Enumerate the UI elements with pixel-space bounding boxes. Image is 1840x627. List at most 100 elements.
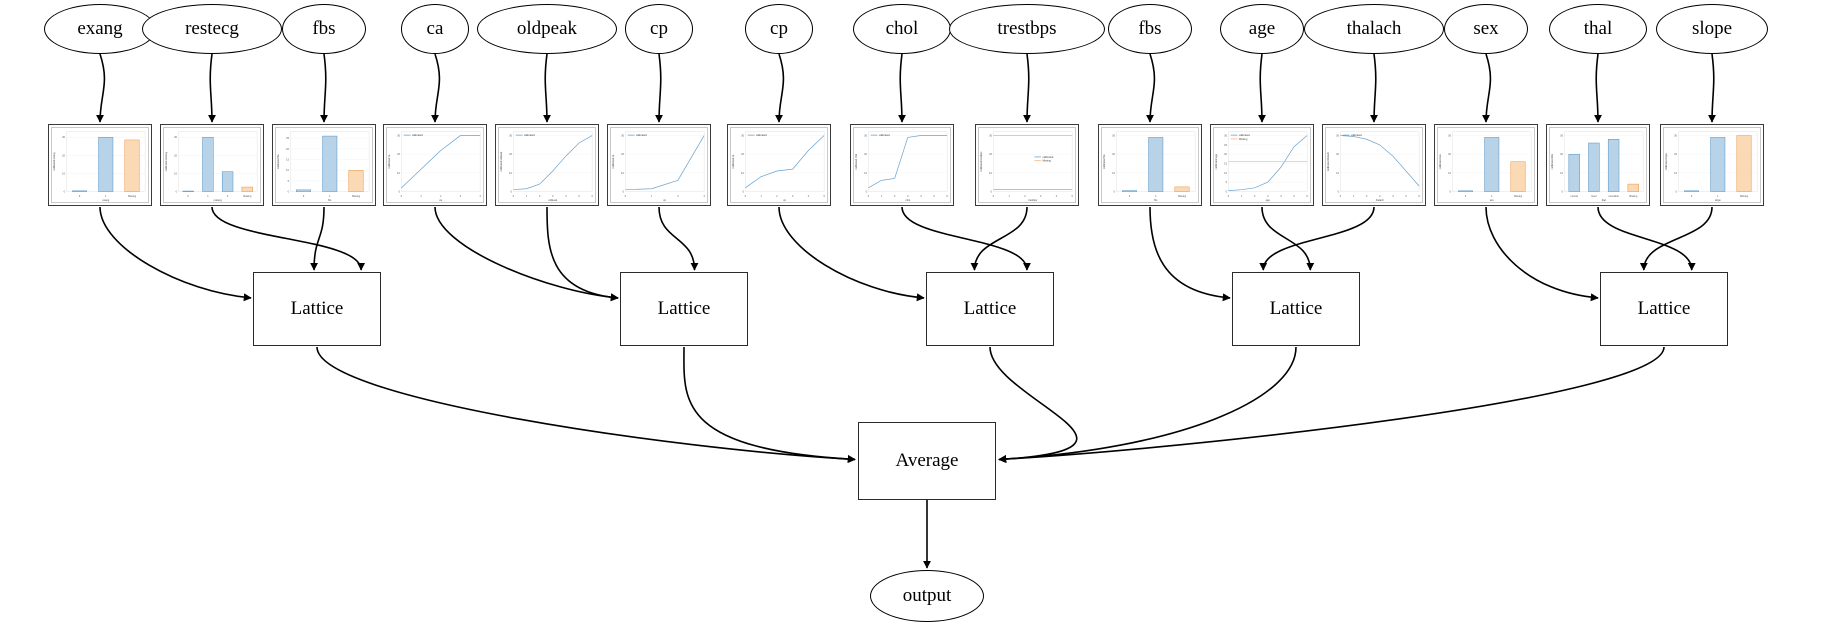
feature-node-exang[interactable]: exang [44, 4, 156, 54]
feature-node-thal[interactable]: thal [1549, 4, 1647, 54]
svg-text:calibrated fbs: calibrated fbs [1103, 154, 1106, 169]
feature-node-age[interactable]: age [1220, 4, 1304, 54]
svg-text:1: 1 [526, 195, 528, 198]
edge [542, 53, 551, 123]
edge [989, 346, 1078, 464]
lattice-node[interactable]: Lattice [926, 272, 1054, 346]
feature-node-slope[interactable]: slope [1656, 4, 1768, 54]
svg-text:1: 1 [420, 195, 422, 198]
feature-node-cp[interactable]: cp [624, 4, 694, 54]
lattice-node[interactable]: Lattice [1232, 272, 1360, 346]
edge [431, 53, 441, 123]
lattice-node[interactable]: Lattice [253, 272, 381, 346]
svg-text:20: 20 [1336, 153, 1339, 156]
lattice-node[interactable]: Lattice [1600, 272, 1728, 346]
svg-text:30: 30 [989, 134, 992, 137]
svg-text:calibrated: calibrated [756, 134, 767, 137]
feature-node-label: age [1248, 18, 1276, 39]
feature-node-oldpeak[interactable]: oldpeak [476, 4, 618, 54]
feature-node-fbs[interactable]: fbs [1108, 4, 1192, 54]
svg-text:20: 20 [1674, 153, 1677, 156]
svg-text:25: 25 [1224, 144, 1227, 147]
svg-text:0: 0 [1340, 195, 1342, 198]
feature-node-label: cp [650, 18, 668, 39]
svg-text:calibrated trestbps: calibrated trestbps [980, 151, 983, 172]
feature-node-fbs[interactable]: fbs [282, 4, 366, 54]
svg-text:5: 5 [933, 195, 935, 198]
svg-text:20: 20 [174, 154, 177, 157]
svg-text:10: 10 [1336, 172, 1339, 175]
svg-text:sex: sex [1490, 199, 1495, 202]
feature-node-thalach[interactable]: thalach [1303, 4, 1445, 54]
average-node[interactable]: Average [858, 422, 996, 500]
svg-text:30: 30 [1336, 134, 1339, 137]
svg-text:calibrated cp: calibrated cp [612, 154, 615, 169]
feature-node-label: fbs [312, 18, 336, 39]
svg-text:Missing: Missing [1514, 195, 1523, 198]
svg-text:20: 20 [864, 153, 867, 156]
feature-node-label: ca [426, 18, 444, 39]
edge [775, 53, 785, 123]
feature-node-restecg[interactable]: restecg [141, 4, 283, 54]
svg-text:4: 4 [808, 195, 810, 198]
svg-text:5: 5 [578, 195, 580, 198]
average-label: Average [895, 450, 959, 471]
svg-text:2: 2 [1024, 195, 1026, 198]
feature-node-trestbps[interactable]: trestbps [949, 4, 1105, 54]
svg-text:1: 1 [651, 195, 653, 198]
edge [897, 53, 906, 123]
svg-text:3: 3 [703, 195, 705, 198]
svg-text:thal: thal [1602, 199, 1606, 202]
feature-node-sex[interactable]: sex [1444, 4, 1528, 54]
feature-node-ca[interactable]: ca [400, 4, 470, 54]
svg-text:10: 10 [621, 172, 624, 175]
svg-text:calibrated: calibrated [524, 134, 535, 137]
output-node[interactable]: output [870, 570, 984, 622]
svg-text:2: 2 [539, 195, 541, 198]
feature-node-chol[interactable]: chol [853, 4, 951, 54]
lattice-node[interactable]: Lattice [620, 272, 748, 346]
svg-text:10: 10 [741, 172, 744, 175]
svg-text:20: 20 [509, 153, 512, 156]
svg-text:0: 0 [1691, 195, 1693, 198]
svg-text:0: 0 [1450, 191, 1452, 194]
edge [683, 346, 856, 464]
svg-text:chol: chol [905, 199, 910, 202]
svg-text:1: 1 [1491, 195, 1493, 198]
edge [1639, 206, 1713, 271]
svg-text:cp: cp [663, 199, 666, 202]
feature-node-label: exang [77, 18, 123, 39]
lattice-label: Lattice [963, 298, 1017, 319]
svg-text:30: 30 [1560, 134, 1563, 137]
svg-text:thalach: thalach [1376, 199, 1385, 202]
feature-node-cp[interactable]: cp [744, 4, 814, 54]
edge [1597, 206, 1696, 271]
svg-text:0: 0 [866, 191, 868, 194]
edge [1485, 206, 1599, 302]
svg-text:30: 30 [174, 136, 177, 139]
svg-text:0: 0 [513, 195, 515, 198]
svg-text:calibrated cp: calibrated cp [732, 154, 735, 169]
edge [1149, 206, 1231, 302]
svg-text:5: 5 [823, 195, 825, 198]
